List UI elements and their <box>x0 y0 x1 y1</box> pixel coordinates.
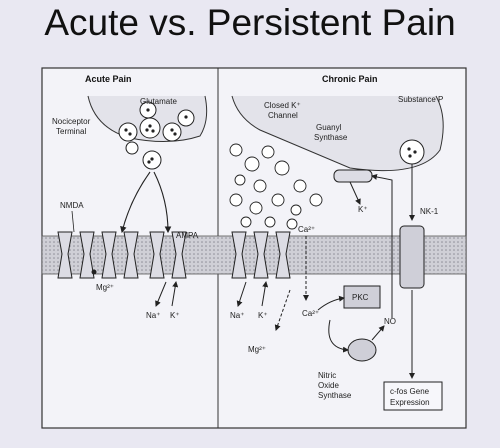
glutamate-label: Glutamate <box>140 97 177 106</box>
ca-top-label: Ca²⁺ <box>298 225 315 234</box>
chronic-pain-heading: Chronic Pain <box>322 74 378 84</box>
mg-label-right: Mg²⁺ <box>248 345 266 354</box>
glutamate-to-nmda-arrow <box>120 171 151 234</box>
nmda-receptor <box>57 231 139 279</box>
nociceptor-label-line1: Nociceptor <box>52 117 91 126</box>
chronic-nociceptor-terminal <box>231 95 444 172</box>
nk1-label: NK-1 <box>420 207 439 216</box>
guanyl-label-line1: Guanyl <box>316 123 342 132</box>
mg-label-left: Mg²⁺ <box>96 283 114 292</box>
nmda-label: NMDA <box>60 201 84 210</box>
nitric-label-line3: Synthase <box>318 391 352 400</box>
chronic-nmda-receptor <box>231 231 291 279</box>
cfos-label-line1: c-fos Gene <box>390 387 430 396</box>
cfos-box <box>383 381 443 411</box>
slide-title: Acute vs. Persistent Pain <box>44 2 456 43</box>
closed-k-label-line1: Closed K⁺ <box>264 101 301 110</box>
k-label-left: K⁺ <box>170 311 180 320</box>
na-label-right: Na⁺ <box>230 311 244 320</box>
pkc-label: PKC <box>352 293 369 302</box>
nitric-label-line1: Nitric <box>318 371 336 380</box>
k-out-label: K⁺ <box>358 205 368 214</box>
ca-bottom-label: Ca²⁺ <box>302 309 319 318</box>
nitric-label-line2: Oxide <box>318 381 339 390</box>
ampa-label: AMPA <box>176 231 199 240</box>
nitric-oxide-synthase <box>347 338 377 362</box>
glutamate-to-ampa-arrow <box>153 171 172 234</box>
cfos-label-line2: Expression <box>390 398 430 407</box>
na-label-left: Na⁺ <box>146 311 160 320</box>
glutamate-vesicle-cloud <box>229 143 323 230</box>
closed-k-channel <box>333 169 373 183</box>
acute-pain-heading: Acute Pain <box>85 74 132 84</box>
ampa-receptor <box>149 231 187 279</box>
substance-p-vesicle <box>399 139 425 165</box>
k-label-right: K⁺ <box>258 311 268 320</box>
guanyl-label-line2: Synthase <box>314 133 348 142</box>
substance-p-label: Substance P <box>398 95 443 104</box>
closed-k-label-line2: Channel <box>268 111 298 120</box>
no-label: NO <box>384 317 396 326</box>
mg-ion <box>91 269 97 275</box>
nk1-receptor <box>399 225 425 289</box>
nociceptor-label-line2: Terminal <box>56 127 86 136</box>
